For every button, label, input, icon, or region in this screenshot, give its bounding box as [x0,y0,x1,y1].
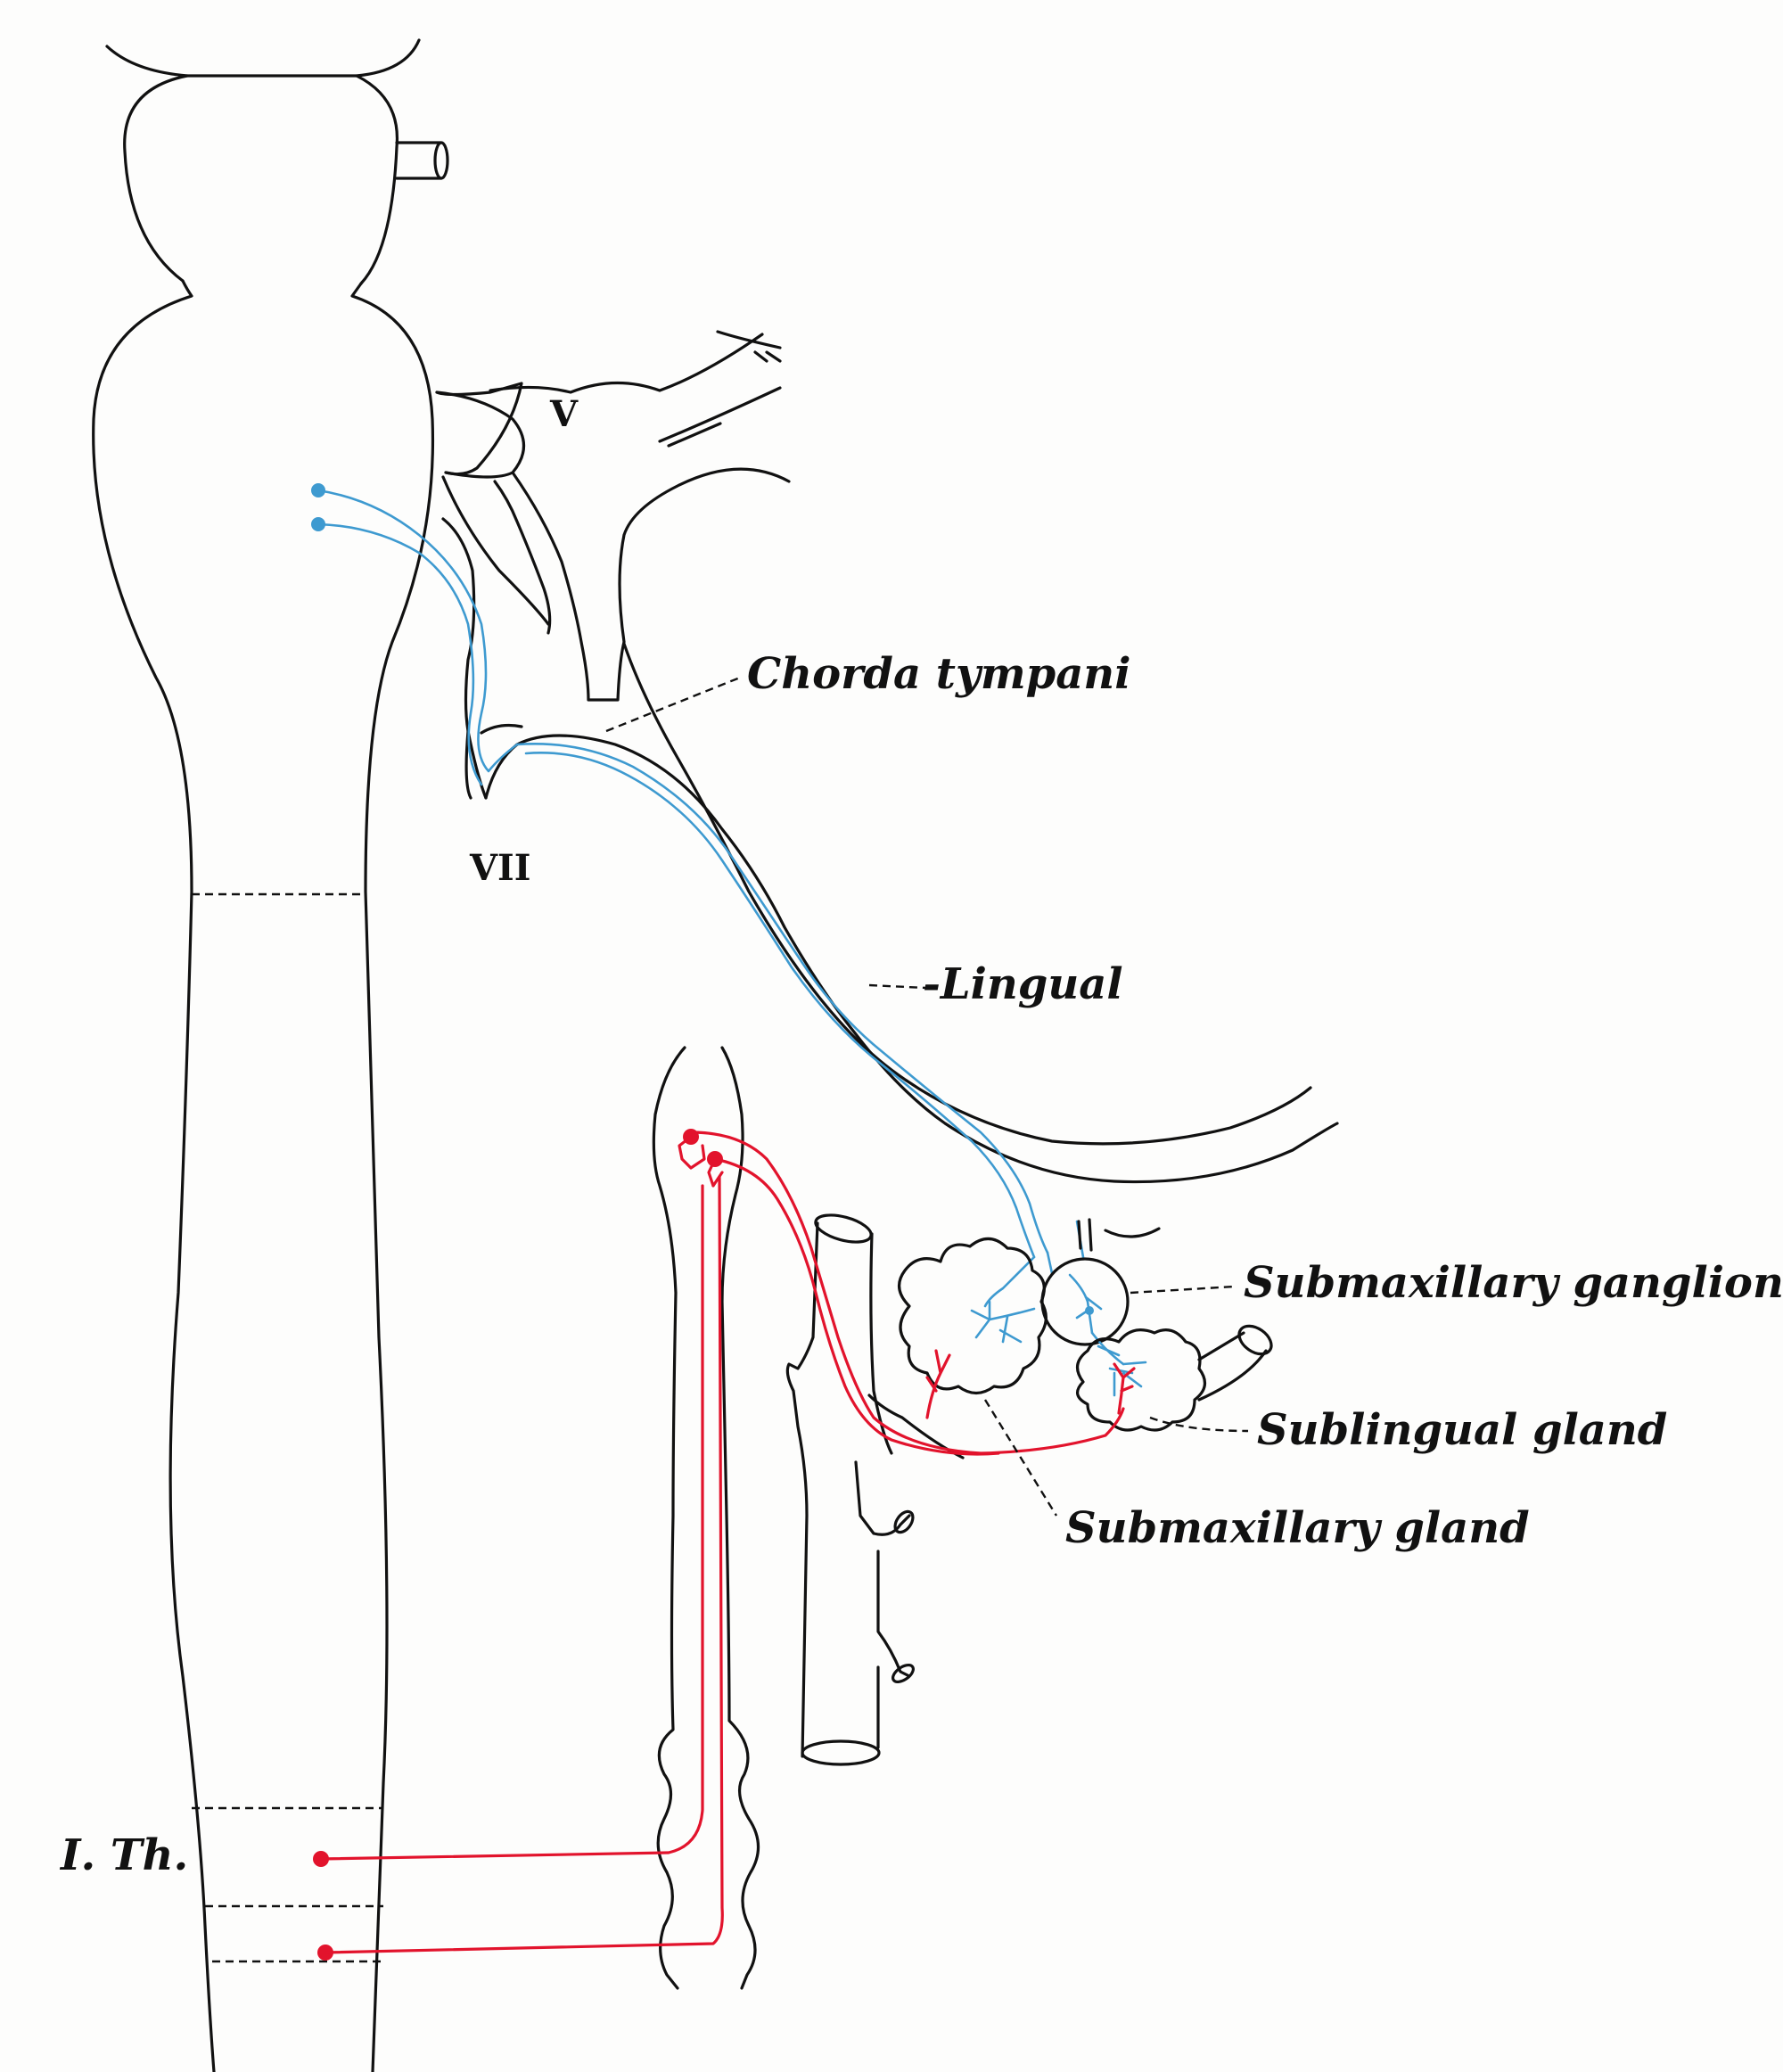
chorda-tympani-fibers [311,483,1085,1308]
chorda-tympani-label: Chorda tympani [747,649,1130,699]
sympathetic-trunk [652,1046,760,1990]
labels: V VII Chorda tympani -Lingual Submaxilla… [59,393,1783,1880]
sublingual-gland [1076,1324,1273,1432]
trigeminal-nerve [435,330,791,702]
submaxillary-gland [898,1237,1048,1395]
sublingual-gland-label: Sublingual gland [1257,1405,1667,1455]
external-carotid-artery [785,1213,965,1766]
submaxillary-gland-label: Submaxillary gland [1065,1503,1530,1553]
submaxillary-ganglion-label: Submaxillary ganglion [1244,1258,1783,1308]
brainstem-spinal-cord [92,38,449,2072]
submaxillary-ganglion [1040,1218,1161,1397]
cn-vii-label: VII [469,847,530,889]
sympathetic-fibers [313,1129,1136,1961]
facial-nerve [441,475,1339,1184]
cn-v-label: V [549,393,579,435]
first-thoracic-label: I. Th. [59,1830,188,1880]
leader-lines [605,676,1249,1517]
lingual-label: -Lingual [923,959,1123,1009]
